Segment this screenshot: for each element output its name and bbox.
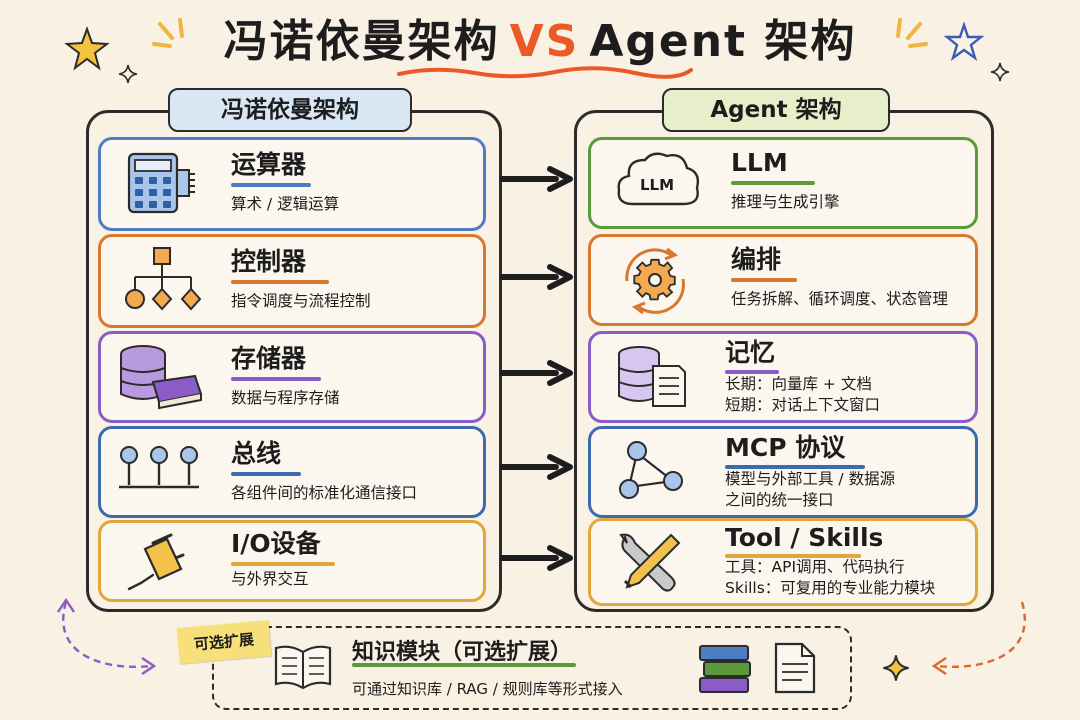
card-title: 编排	[731, 245, 782, 274]
right-panel-label: Agent 架构	[662, 88, 890, 132]
arrow-right-icon	[500, 454, 573, 480]
sparkle-icon	[990, 62, 1010, 82]
burst-lines-icon	[896, 18, 928, 48]
title-underline	[231, 377, 321, 381]
book-stack-icon	[699, 645, 751, 693]
card-control-unit: 控制器 指令调度与流程控制	[98, 234, 486, 328]
title-underline	[231, 280, 329, 284]
card-title: LLM	[731, 148, 788, 177]
network-icon	[619, 441, 683, 499]
title-left: 冯诺依曼架构	[223, 16, 500, 67]
sparkle-icon	[883, 655, 909, 681]
calculator-icon	[127, 152, 195, 214]
gear-cycle-icon	[625, 247, 685, 315]
card-io: I/O设备 与外界交互	[98, 520, 486, 602]
cloud-llm-text: LLM	[640, 176, 674, 194]
card-desc-line-2: 短期：对话上下文窗口	[725, 396, 881, 414]
card-title: Tool / Skills	[725, 523, 884, 552]
title-underline	[231, 183, 311, 187]
cloud-icon: LLM	[617, 152, 700, 206]
arrow-right-icon	[500, 264, 573, 290]
card-desc: 推理与生成引擎	[731, 193, 840, 211]
card-tool-skills: Tool / Skills 工具：API调用、代码执行 Skills：可复用的专…	[588, 518, 978, 606]
card-title: 存储器	[231, 344, 307, 373]
card-desc-line-2: 之间的统一接口	[725, 491, 834, 509]
knowledge-title: 知识模块（可选扩展）	[352, 640, 573, 665]
card-desc: 算术 / 逻辑运算	[231, 195, 340, 213]
card-title: 记忆	[725, 338, 776, 367]
card-desc: 任务拆解、循环调度、状态管理	[731, 290, 949, 308]
card-title: 运算器	[231, 150, 307, 179]
title-underline	[725, 370, 779, 374]
title-underline	[731, 181, 815, 185]
star-outline-icon	[944, 22, 984, 62]
title-underline	[231, 472, 301, 476]
card-orchestration: 编排 任务拆解、循环调度、状态管理	[588, 234, 978, 326]
left-panel-label: 冯诺依曼架构	[168, 88, 412, 132]
star-icon	[64, 26, 110, 71]
card-desc-line-2: Skills：可复用的专业能力模块	[725, 579, 936, 597]
arrow-right-icon	[500, 545, 573, 571]
card-title: MCP 协议	[725, 433, 846, 462]
title-underline	[397, 66, 693, 79]
card-desc-line-1: 长期：向量库 + 文档	[725, 375, 872, 393]
plug-icon	[127, 533, 185, 591]
open-book-icon	[274, 645, 332, 690]
dashed-curve-arrow-icon	[57, 597, 157, 675]
knowledge-module-box	[212, 626, 852, 710]
title-underline	[231, 562, 335, 566]
knowledge-desc: 可通过知识库 / RAG / 规则库等形式接入	[352, 680, 623, 698]
sparkle-icon	[118, 64, 138, 84]
card-title: 总线	[231, 439, 282, 468]
card-title: I/O设备	[231, 529, 321, 558]
card-desc: 各组件间的标准化通信接口	[231, 484, 418, 502]
card-alu: 运算器 算术 / 逻辑运算	[98, 137, 486, 231]
card-desc-line-1: 模型与外部工具 / 数据源	[725, 470, 896, 488]
card-desc-line-1: 工具：API调用、代码执行	[725, 558, 905, 576]
arrow-right-icon	[500, 166, 573, 192]
arrow-right-icon	[500, 360, 573, 386]
card-memory: 存储器 数据与程序存储	[98, 331, 486, 423]
card-llm: LLM LLM 推理与生成引擎	[588, 137, 978, 229]
card-memory-agent: 记忆 长期：向量库 + 文档 短期：对话上下文窗口	[588, 331, 978, 423]
burst-lines-icon	[152, 18, 184, 48]
document-icon	[774, 642, 816, 694]
database-icon	[120, 345, 203, 410]
dashed-curve-arrow-icon	[931, 601, 1026, 675]
title-underline	[725, 554, 861, 558]
knowledge-title-underline	[352, 663, 576, 667]
bus-icon	[119, 446, 199, 489]
tools-icon	[619, 533, 681, 592]
card-desc: 与外界交互	[231, 570, 309, 588]
card-mcp: MCP 协议 模型与外部工具 / 数据源 之间的统一接口	[588, 426, 978, 518]
database-doc-icon	[618, 346, 686, 407]
title-vs: VS	[509, 16, 580, 67]
title-underline	[731, 278, 797, 282]
title-right: Agent 架构	[589, 16, 857, 67]
card-title: 控制器	[231, 247, 307, 276]
card-bus: 总线 各组件间的标准化通信接口	[98, 426, 486, 518]
card-desc: 指令调度与流程控制	[231, 292, 371, 310]
flowchart-icon	[125, 247, 202, 311]
card-desc: 数据与程序存储	[231, 389, 340, 407]
title-underline	[725, 465, 865, 469]
